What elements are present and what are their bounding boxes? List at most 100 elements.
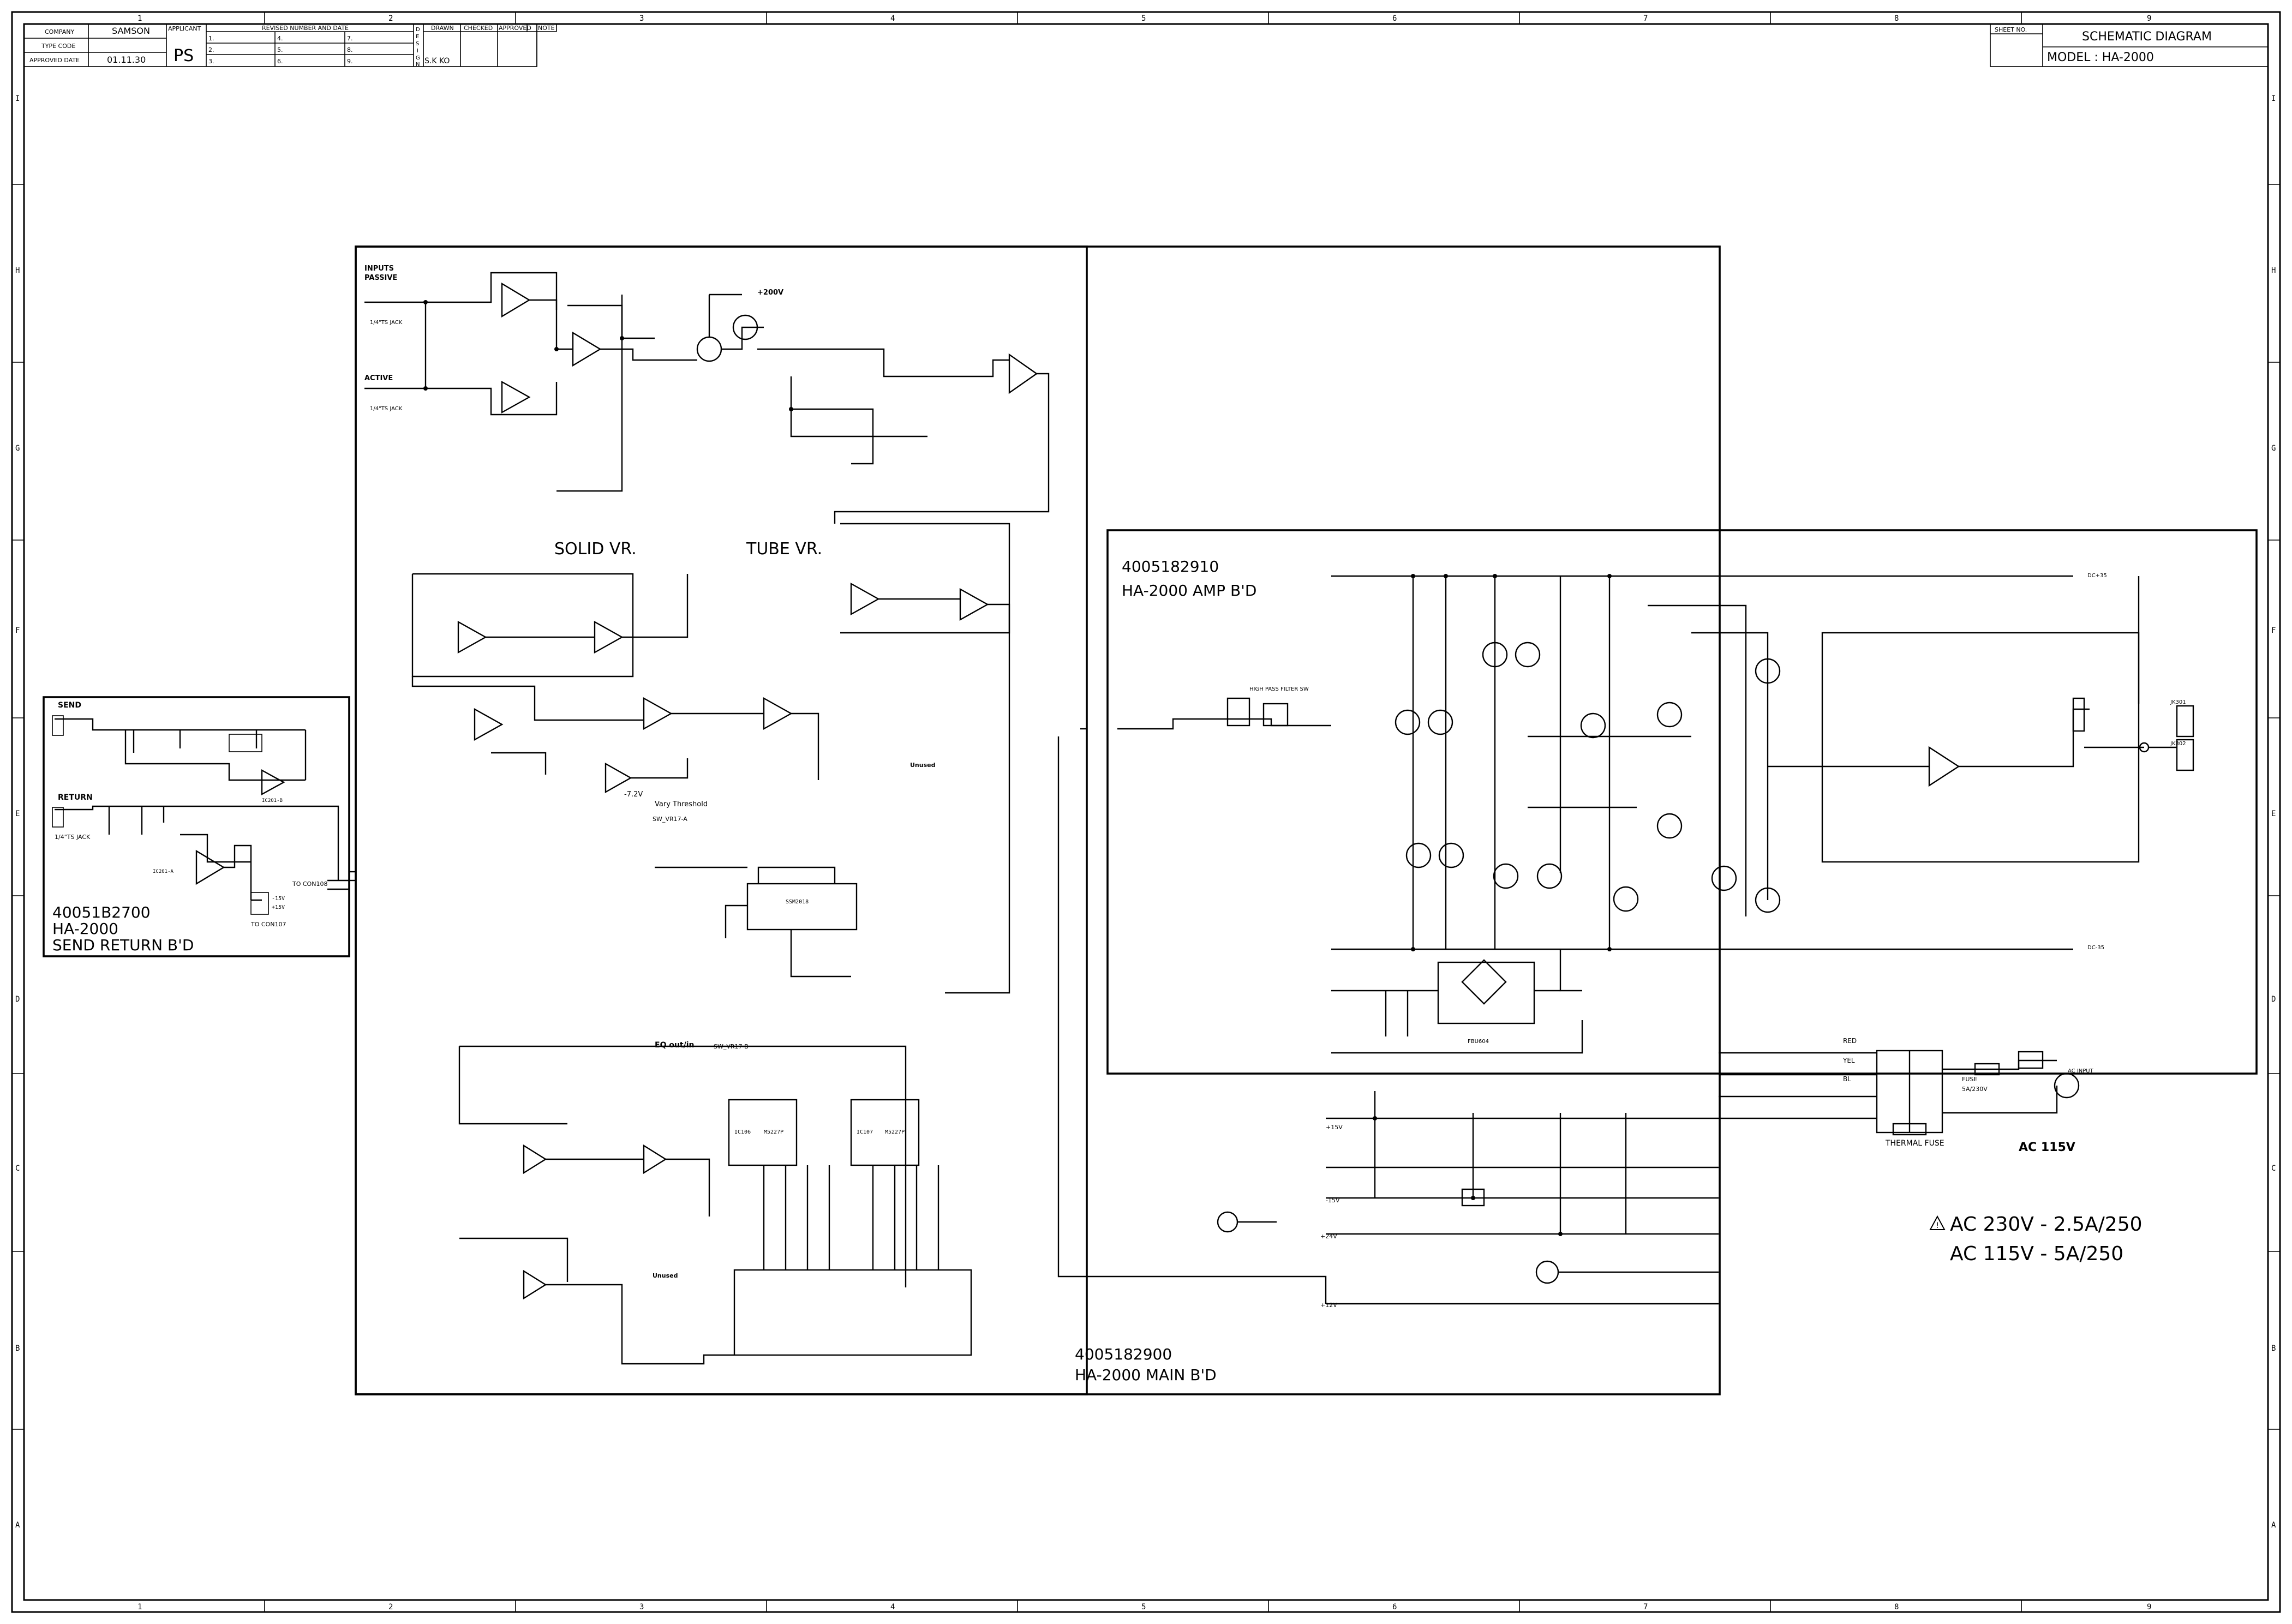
approved-date-label: APPROVED DATE xyxy=(29,57,80,64)
eq-ics: IC106 M5227P IC107 M5227P xyxy=(728,1099,920,1166)
eq-out-in-label: EQ out/in xyxy=(655,1041,695,1050)
row-e-right: E xyxy=(2271,810,2276,818)
row-g-left: G xyxy=(15,444,20,453)
warning-icon xyxy=(1929,1215,1946,1230)
neg15-label: -15V xyxy=(1326,1197,1340,1204)
amp-board-name: HA-2000 AMP B'D xyxy=(1122,582,1256,600)
checked-label: CHECKED xyxy=(464,25,493,32)
power-section: RED YEL BL THERMAL FUSE AC 115V FUSE 5A/… xyxy=(1057,736,2143,1309)
main-board: INPUTS PASSIVE ACTIVE 1/4"TS JACK 1/4"TS… xyxy=(349,245,1721,1395)
main-board-part-no: 4005182900 xyxy=(1075,1345,1172,1363)
sheet-no-label: SHEET NO. xyxy=(1995,26,2027,33)
return-jack-label: 1/4"TS JACK xyxy=(55,834,91,841)
row-d-left: D xyxy=(15,995,20,1004)
vary-threshold-label: Vary Threshold xyxy=(655,800,708,808)
revision-slot-3: 3. xyxy=(208,58,214,65)
drawn-by: S.K KO xyxy=(424,57,450,65)
eq-ic-1-part: M5227P xyxy=(764,1129,783,1135)
approved-date-value: 01.11.30 xyxy=(107,55,146,65)
eq-ic-2-label: IC107 xyxy=(857,1129,873,1135)
passive-jack-label: 1/4"TS JACK xyxy=(370,320,403,326)
row-e-left: E xyxy=(15,810,20,818)
tube-vr-label: TUBE VR. xyxy=(746,540,822,559)
active-label: ACTIVE xyxy=(364,374,393,382)
amp-board: 4005182910 HA-2000 AMP B'D HIGH PASS FIL… xyxy=(1106,529,2258,1075)
svg-text:-15V: -15V xyxy=(272,896,285,902)
col-2-top: 2 xyxy=(388,14,393,23)
dc-pos-label: DC+35 xyxy=(2087,573,2107,579)
row-f-right: F xyxy=(2271,626,2276,635)
col-1-bottom: 1 xyxy=(137,1603,142,1611)
revision-slot-8: 8. xyxy=(347,46,353,53)
row-h-left: H xyxy=(15,266,20,275)
row-i-left: I xyxy=(15,94,20,103)
title-block: COMPANY SAMSON TYPE CODE APPROVED DATE 0… xyxy=(23,23,557,68)
active-jack-label: 1/4"TS JACK xyxy=(370,406,403,412)
drawn-label: DRAWN xyxy=(431,25,454,32)
col-4-bottom: 4 xyxy=(890,1603,895,1611)
svg-text:+15V: +15V xyxy=(272,904,285,910)
column-markers: 1 2 3 4 5 6 7 8 9 1 2 3 4 5 6 7 8 9 xyxy=(137,12,2151,1612)
row-c-right: C xyxy=(2271,1164,2276,1173)
bridge-label: FBU604 xyxy=(1468,1039,1489,1045)
col-3-top: 3 xyxy=(639,14,644,23)
col-7-top: 7 xyxy=(1643,14,1648,23)
col-6-top: 6 xyxy=(1392,14,1397,23)
solid-vr-label: SOLID VR. xyxy=(554,540,637,559)
passive-label: PASSIVE xyxy=(364,274,397,282)
main-board-name: HA-2000 MAIN B'D xyxy=(1075,1366,1217,1384)
send-label: SEND xyxy=(58,701,81,710)
type-code-label: TYPE CODE xyxy=(41,43,75,50)
vca-ic: SSM2018 xyxy=(655,866,858,978)
ac115-label: AC 115V xyxy=(2019,1141,2075,1154)
col-4-top: 4 xyxy=(890,14,895,23)
col-5-bottom: 5 xyxy=(1141,1603,1146,1611)
send-return-name: HA-2000 xyxy=(52,920,118,938)
design-letter-d: D xyxy=(416,27,420,33)
revision-slot-1: 1. xyxy=(208,35,214,42)
ac-input-label: AC INPUT xyxy=(2068,1068,2094,1074)
to-con108-label: TO CON108 xyxy=(292,880,327,888)
amp-board-part-no: 4005182910 xyxy=(1122,558,1219,576)
revision-slot-5: 5. xyxy=(277,46,283,53)
pos24-label: +24V xyxy=(1320,1233,1337,1240)
title-block-right: SHEET NO. SCHEMATIC DIAGRAM MODEL : HA-2… xyxy=(1990,23,2269,67)
revision-slot-9: 9. xyxy=(347,58,353,65)
row-markers: I H G F E D C B A I H G F E D C B A xyxy=(12,94,2280,1530)
row-b-right: B xyxy=(2271,1344,2276,1353)
dc-neg-label: DC-35 xyxy=(2087,945,2104,951)
col-6-bottom: 6 xyxy=(1392,1603,1397,1611)
model-label: MODEL : HA-2000 xyxy=(2047,51,2154,64)
revision-slot-6: 6. xyxy=(277,58,283,65)
send-return-part-no: 40051B2700 xyxy=(52,903,151,921)
col-9-bottom: 9 xyxy=(2147,1603,2151,1611)
company-value: SAMSON xyxy=(112,26,150,36)
pos12-label: +12V xyxy=(1320,1302,1337,1309)
design-letter-i: I xyxy=(417,48,418,54)
minus-7v2-label: -7.2V xyxy=(624,790,643,799)
fuse-label: FUSE xyxy=(1962,1076,1977,1083)
send-return-board: SEND RETURN 1/4"TS JACK TO CON108 TO CON… xyxy=(43,696,350,957)
jk301-label: JK301 xyxy=(2170,699,2186,705)
ac-rating-note: ! AC 230V - 2.5A/250 AC 115V - 5A/250 xyxy=(1929,1213,2143,1265)
to-con107-label: TO CON107 xyxy=(250,921,286,928)
col-7-bottom: 7 xyxy=(1643,1603,1648,1611)
return-label: RETURN xyxy=(58,793,93,802)
bl-wire-label: BL xyxy=(1843,1075,1851,1083)
row-b-left: B xyxy=(15,1344,20,1353)
sw-vr17a-label: SW_VR17-A xyxy=(653,816,687,823)
revised-label: REVISED NUMBER AND DATE xyxy=(262,25,349,32)
design-letter-e: E xyxy=(416,34,419,40)
pos15-label: +15V xyxy=(1326,1124,1343,1131)
row-h-right: H xyxy=(2271,266,2276,275)
ac-rating-230: AC 230V - 2.5A/250 xyxy=(1950,1213,2143,1236)
vca-ic-label: SSM2018 xyxy=(786,899,809,905)
junction-dots xyxy=(423,300,1612,1236)
design-letter-g: G xyxy=(416,55,420,61)
note-label: NOTE xyxy=(538,25,555,32)
row-f-left: F xyxy=(15,626,20,635)
red-wire-label: RED xyxy=(1843,1037,1857,1045)
svg-text:IC201-A: IC201-A xyxy=(153,869,174,874)
design-letter-n: N xyxy=(416,62,420,68)
unused-label-2: Unused xyxy=(653,1272,678,1279)
